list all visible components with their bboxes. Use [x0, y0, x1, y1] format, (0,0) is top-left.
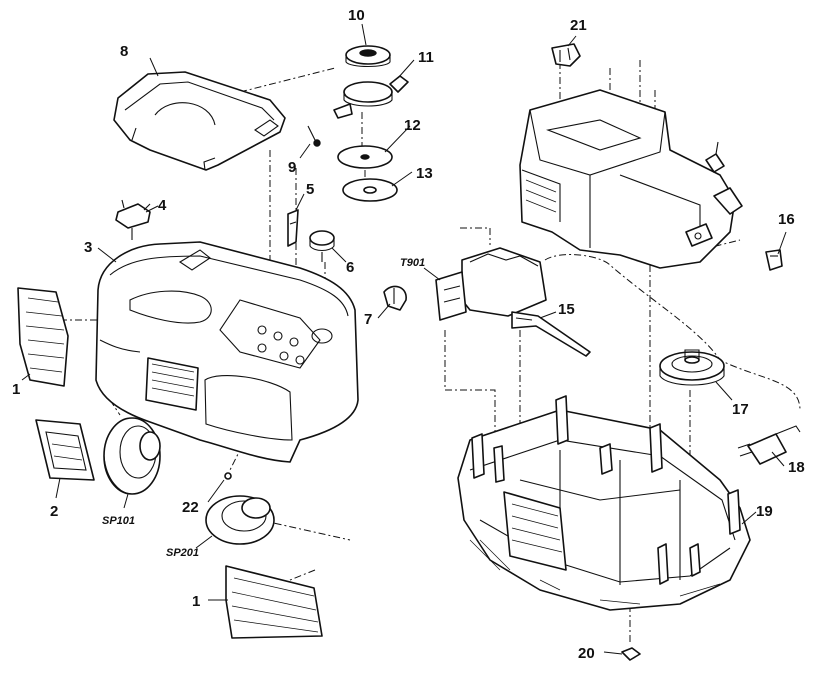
callout-t901: T901	[400, 257, 425, 269]
callout-21: 21	[570, 17, 587, 34]
part-9-screw	[307, 125, 321, 147]
callout-1-bottom: 1	[192, 593, 200, 610]
callout-22: 22	[182, 499, 199, 516]
part-18-ac-plug	[737, 425, 801, 465]
callout-sp201: SP201	[166, 547, 199, 559]
part-4-clip	[115, 199, 151, 240]
callout-7: 7	[364, 311, 372, 328]
callout-1-left: 1	[12, 381, 20, 398]
callout-18: 18	[788, 459, 805, 476]
part-16-clip	[765, 249, 783, 271]
callout-19: 19	[756, 503, 773, 520]
part-5-shaft	[287, 209, 299, 247]
callout-leader-lines	[21, 23, 787, 655]
part-8-top-lid	[113, 71, 286, 171]
callout-labels: 10 11 12 13 8 9 5 6 7 4 3 1 2 SP101 22 S…	[12, 7, 805, 662]
callout-4: 4	[158, 197, 167, 214]
callout-3: 3	[84, 239, 92, 256]
part-17-pulley	[659, 349, 725, 386]
callout-6: 6	[346, 259, 354, 276]
part-20-foot	[621, 647, 641, 661]
part-2-speaker-bracket	[35, 419, 95, 481]
callout-10: 10	[348, 7, 365, 24]
callout-12: 12	[404, 117, 421, 134]
part-21-spring	[551, 43, 581, 67]
callout-17: 17	[732, 401, 749, 418]
part-19-bottom-chassis	[457, 395, 751, 611]
part-1-grille-left	[17, 287, 69, 387]
callout-5: 5	[306, 181, 314, 198]
part-15-bracket	[511, 311, 591, 357]
part-13-disc	[342, 178, 398, 202]
callout-sp101: SP101	[102, 515, 135, 527]
callout-20: 20	[578, 645, 595, 662]
speaker-sp101	[103, 417, 161, 495]
part-11-hub-bracket	[333, 75, 409, 119]
part-t901-transformer-board	[435, 247, 547, 321]
callout-8: 8	[120, 43, 128, 60]
part-3-front-cabinet	[95, 241, 359, 463]
callout-9: 9	[288, 159, 296, 176]
part-22-screw	[224, 472, 232, 480]
part-10-hub-cap	[345, 45, 391, 68]
part-12-disc	[337, 145, 393, 169]
speaker-sp201	[205, 495, 275, 545]
part-1-grille-bottom	[225, 565, 323, 639]
callout-2: 2	[50, 503, 58, 520]
callout-13: 13	[416, 165, 433, 182]
callout-11: 11	[418, 49, 434, 66]
cassette-mechanism-deck	[519, 89, 743, 269]
callout-16: 16	[778, 211, 795, 228]
part-6-knob	[309, 230, 335, 262]
callout-15: 15	[558, 301, 575, 318]
